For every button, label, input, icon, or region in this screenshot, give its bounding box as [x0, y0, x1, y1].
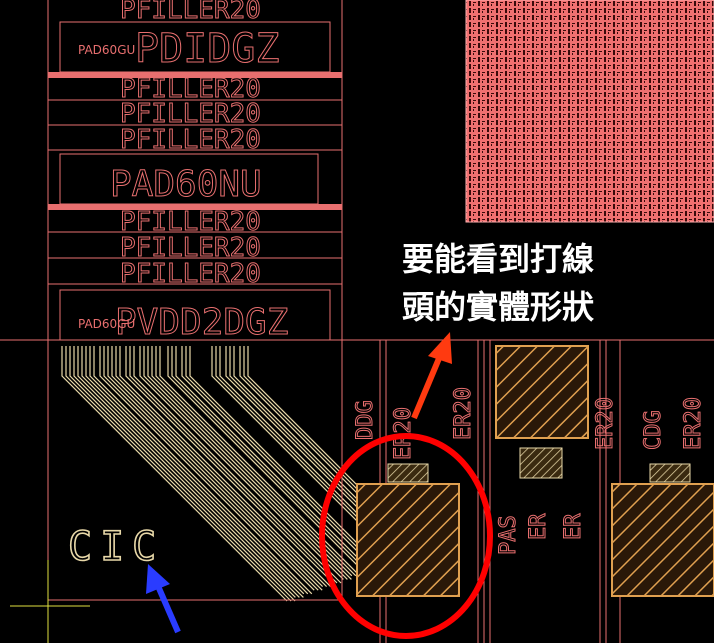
cic-logo: CIC	[68, 524, 164, 570]
cell-label: ER20	[451, 387, 476, 440]
metal-band	[159, 346, 361, 577]
metal-band	[171, 346, 369, 573]
metal-band	[147, 346, 352, 580]
metal-band	[219, 346, 410, 566]
metal-band	[139, 346, 344, 580]
metal-band	[119, 346, 332, 588]
metal-band	[129, 346, 338, 584]
core-logic-block	[465, 0, 714, 223]
via-block	[649, 463, 691, 483]
pad-cell-label: PFILLER20	[120, 233, 261, 263]
pad-tag-label: PAD60GU	[78, 43, 135, 57]
pad-tag-label: PAD60GU	[78, 317, 135, 331]
via-block	[519, 447, 563, 479]
cell-label: CDG	[641, 410, 666, 450]
metal-band	[189, 346, 384, 570]
bottom-cell-labels: DDG ER20 ER20 PAS ER ER ER20 CDG ER20	[353, 387, 707, 556]
metal-band	[125, 346, 334, 584]
annotation-line-2: 頭的實體形狀	[402, 288, 594, 326]
bond-pads	[356, 345, 714, 597]
pad-cell-label: PFILLER20	[120, 74, 261, 104]
highlight-circle	[319, 433, 493, 639]
pad-cell-label: PVDD2DGZ	[115, 302, 288, 343]
metal-band	[175, 346, 373, 573]
metal-band	[211, 346, 402, 566]
metal-band	[167, 346, 365, 573]
metal-band	[151, 346, 353, 577]
bond-pad	[611, 483, 714, 597]
cell-label: ER20	[681, 397, 706, 450]
metal-band	[115, 346, 328, 588]
cell-label: PAS	[496, 515, 521, 555]
via-block	[387, 463, 429, 483]
metal-band	[133, 346, 342, 584]
metal-band	[77, 346, 300, 598]
metal-band	[185, 346, 380, 570]
metal-band	[229, 346, 416, 562]
arrow-orange-icon	[411, 332, 452, 420]
pad-column	[0, 0, 714, 341]
cell-label: ER	[526, 513, 551, 540]
metal-band	[225, 346, 412, 562]
pad-labels: PFILLER20 PAD60GU PDIDGZ PFILLER20 PFILL…	[78, 0, 289, 344]
metal-band	[65, 346, 292, 602]
metal-band	[107, 346, 323, 591]
pad-cell-label: PFILLER20	[120, 125, 261, 155]
metal-band	[81, 346, 304, 598]
pad-cell-label: PFILLER20	[120, 99, 261, 129]
pad-cell-label: PAD60NU	[110, 164, 262, 205]
bond-pad	[495, 345, 589, 439]
metal-band	[93, 346, 313, 595]
cell-label: DDG	[353, 400, 378, 440]
metal-band	[103, 346, 319, 591]
metal-band	[85, 346, 305, 595]
cell-label: ER	[561, 513, 586, 540]
pad-cell-label: PDIDGZ	[135, 26, 280, 72]
crosshair-cursor	[10, 560, 90, 643]
metal-band	[111, 346, 324, 588]
metal-band	[61, 346, 288, 602]
corner-routing	[61, 346, 431, 602]
pad-cell-label: PFILLER20	[120, 0, 261, 25]
cell-label: ER20	[593, 397, 618, 450]
pad-cell-label: PFILLER20	[120, 259, 261, 289]
metal-band	[89, 346, 309, 595]
pad-cell-label: PFILLER20	[120, 207, 261, 237]
metal-band	[99, 346, 315, 591]
arrow-blue-icon	[146, 564, 181, 634]
metal-band	[69, 346, 296, 602]
bond-pad	[356, 483, 460, 597]
metal-band	[155, 346, 357, 577]
metal-band	[143, 346, 348, 580]
metal-band	[73, 346, 296, 598]
metal-band	[181, 346, 376, 570]
annotation-line-1: 要能看到打線	[402, 240, 594, 278]
